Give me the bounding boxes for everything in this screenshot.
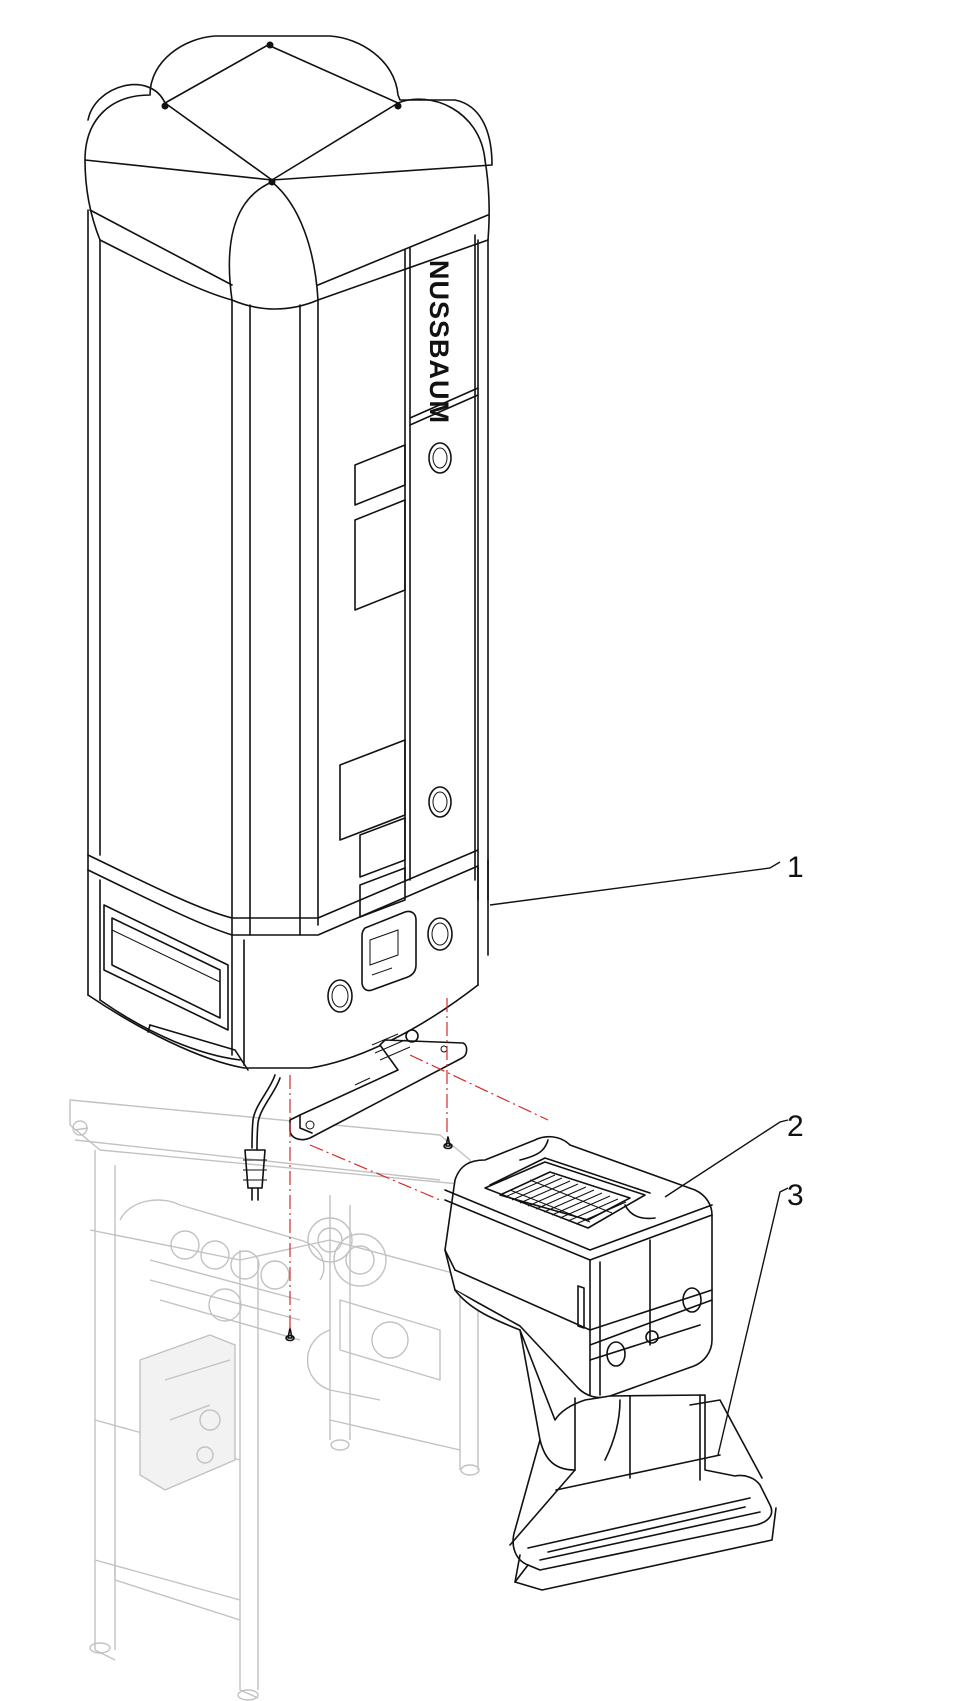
screw-left <box>285 1327 295 1342</box>
assembly-line-c <box>409 1054 549 1121</box>
strip-hole-bottom <box>428 786 452 818</box>
callout-3-number: 3 <box>787 1179 804 1212</box>
box-unit <box>444 1135 713 1399</box>
callout-1-number: 1 <box>787 851 804 884</box>
callout-2-number: 2 <box>787 1110 804 1143</box>
callout-1: 1 <box>489 851 804 906</box>
callout-2-leader <box>664 1119 789 1198</box>
drain-funnel <box>454 1289 777 1591</box>
screw-right <box>443 1136 453 1150</box>
callout-2: 2 <box>664 1110 804 1198</box>
filter-grille <box>504 1174 627 1225</box>
brand-logo-text: NUSSBAUM <box>424 260 454 424</box>
power-cable <box>243 1074 281 1201</box>
main-unit: NUSSBAUM <box>84 35 493 1071</box>
callout-1-leader <box>489 861 781 906</box>
callout-3: 3 <box>717 1179 804 1456</box>
strip-hole-top <box>428 442 452 474</box>
ghost-base-frame <box>69 1099 483 1701</box>
callout-3-leader <box>717 1187 789 1456</box>
assembly-path-lines <box>289 998 549 1330</box>
